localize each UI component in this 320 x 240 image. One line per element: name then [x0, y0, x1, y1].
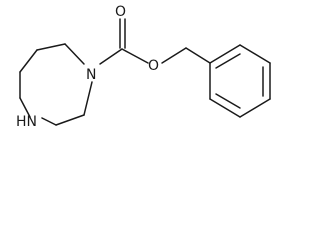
carbonyl-oxygen-label: O	[115, 4, 126, 20]
ester-oxygen-label: O	[148, 58, 159, 74]
bond-ester-o-ch2	[161, 47, 187, 64]
phenyl-double-bond-a	[215, 93, 241, 109]
structure-canvas: N HN O O	[16, 4, 271, 130]
ring-bond-c1-c2	[36, 43, 66, 51]
ring-bond-c6-c1	[19, 49, 38, 73]
ring-bond-n-c3	[83, 81, 93, 116]
phenyl-double-bond-c	[215, 53, 241, 69]
ring-bond-c3-c4	[55, 114, 85, 126]
bond-ch2-phenyl	[185, 47, 211, 64]
structure-diagram: N HN O O	[16, 4, 271, 130]
ring-bond-c2-n	[64, 43, 85, 65]
ring-bond-c4-nh	[41, 117, 57, 126]
phenyl-bond-2	[209, 98, 241, 118]
ring-bond-nh-c5	[19, 97, 31, 118]
phenyl-bond-3	[239, 98, 271, 118]
bond-carbonyl-c-ester-o	[121, 48, 149, 64]
phenyl-bond-5	[239, 44, 271, 64]
bond-n-carbonyl-c	[99, 48, 123, 65]
amine-nh-label: HN	[16, 114, 37, 130]
phenyl-bond-6	[209, 44, 241, 64]
ring-nitrogen-label: N	[86, 67, 96, 83]
